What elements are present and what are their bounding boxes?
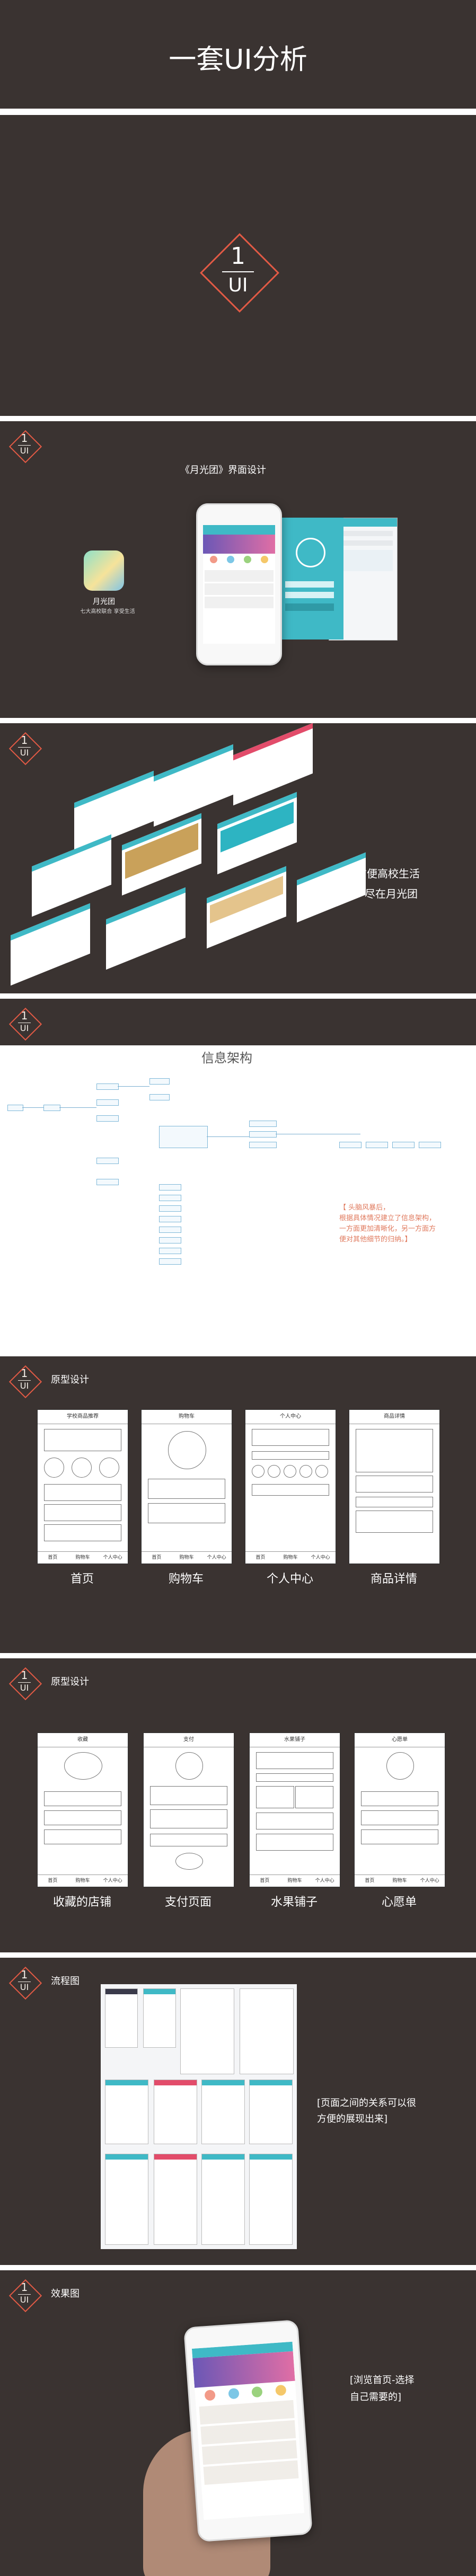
cover-number: 1 bbox=[231, 243, 245, 270]
cover-badge: 1 UI bbox=[196, 229, 280, 314]
caption-home: 首页 bbox=[70, 1573, 94, 1586]
wireframe-home: 学校商品推荐 首页购物车个人中心 bbox=[37, 1409, 128, 1564]
intro-title: 《月光团》界面设计 bbox=[180, 465, 266, 476]
flow-chart bbox=[101, 1984, 297, 2249]
mind-map bbox=[0, 1062, 476, 1285]
phone-mockup bbox=[183, 2319, 313, 2543]
flow-label: 流程图 bbox=[51, 1976, 80, 1987]
section-divider bbox=[0, 993, 476, 999]
effect-note: [浏览首页-选择 自己需要的] bbox=[350, 2375, 415, 2403]
effect-label: 效果图 bbox=[51, 2288, 80, 2299]
section-divider bbox=[0, 1952, 476, 1958]
hero-section: 一套UI分析 bbox=[0, 0, 476, 109]
architecture-note: 【 头脑风暴后， 根据具体情况建立了信息架构， 一方面更加清晰化，另一方面方 便… bbox=[339, 1204, 436, 1243]
section-divider bbox=[0, 1351, 476, 1356]
caption-product-detail: 商品详情 bbox=[370, 1573, 417, 1586]
wireframe-wishlist: 心愿单 首页购物车个人中心 bbox=[354, 1733, 445, 1887]
login-screen-mockup bbox=[276, 518, 343, 639]
wireframe-profile: 个人中心 首页购物车个人中心 bbox=[245, 1409, 336, 1564]
phone-mockup bbox=[196, 503, 282, 665]
cover-ui: UI bbox=[228, 274, 248, 296]
prototype-label: 原型设计 bbox=[51, 1676, 89, 1687]
prototype-label: 原型设计 bbox=[51, 1374, 89, 1385]
wireframe-product-detail: 商品详情 bbox=[349, 1409, 440, 1564]
app-icon bbox=[84, 550, 124, 591]
app-name: 月光团 bbox=[93, 598, 115, 606]
wireframe-favorites: 收藏 首页购物车个人中心 bbox=[37, 1733, 128, 1887]
section-divider bbox=[0, 2265, 476, 2270]
section-divider bbox=[0, 416, 476, 421]
isometric-screens bbox=[0, 723, 476, 993]
app-slogan: 七大高校联合 享受生活 bbox=[80, 609, 135, 615]
architecture-title: 信息架构 bbox=[201, 1051, 252, 1065]
section-divider bbox=[0, 1653, 476, 1658]
section-divider bbox=[0, 718, 476, 723]
caption-payment: 支付页面 bbox=[164, 1896, 211, 1909]
promo-line2: 尽在月光团 bbox=[365, 887, 418, 900]
caption-cart: 购物车 bbox=[168, 1573, 204, 1586]
caption-wishlist: 心愿单 bbox=[381, 1896, 417, 1909]
wireframe-payment: 支付 bbox=[143, 1733, 234, 1887]
cover-section: 1 UI bbox=[0, 115, 476, 416]
wireframe-cart: 购物车 首页购物车个人中心 bbox=[141, 1409, 232, 1564]
page-title: 一套UI分析 bbox=[169, 44, 307, 76]
caption-profile: 个人中心 bbox=[266, 1573, 313, 1586]
flow-note: [页面之间的关系可以很 方便的展现出来] bbox=[317, 2098, 417, 2125]
caption-favorites: 收藏的店铺 bbox=[52, 1896, 111, 1909]
promo-line1: 方便高校生活 bbox=[356, 867, 420, 880]
section-divider bbox=[0, 109, 476, 115]
caption-fruit-shop: 水果铺子 bbox=[270, 1896, 318, 1909]
wireframe-fruit-shop: 水果铺子 首页购物车个人中心 bbox=[249, 1733, 340, 1887]
